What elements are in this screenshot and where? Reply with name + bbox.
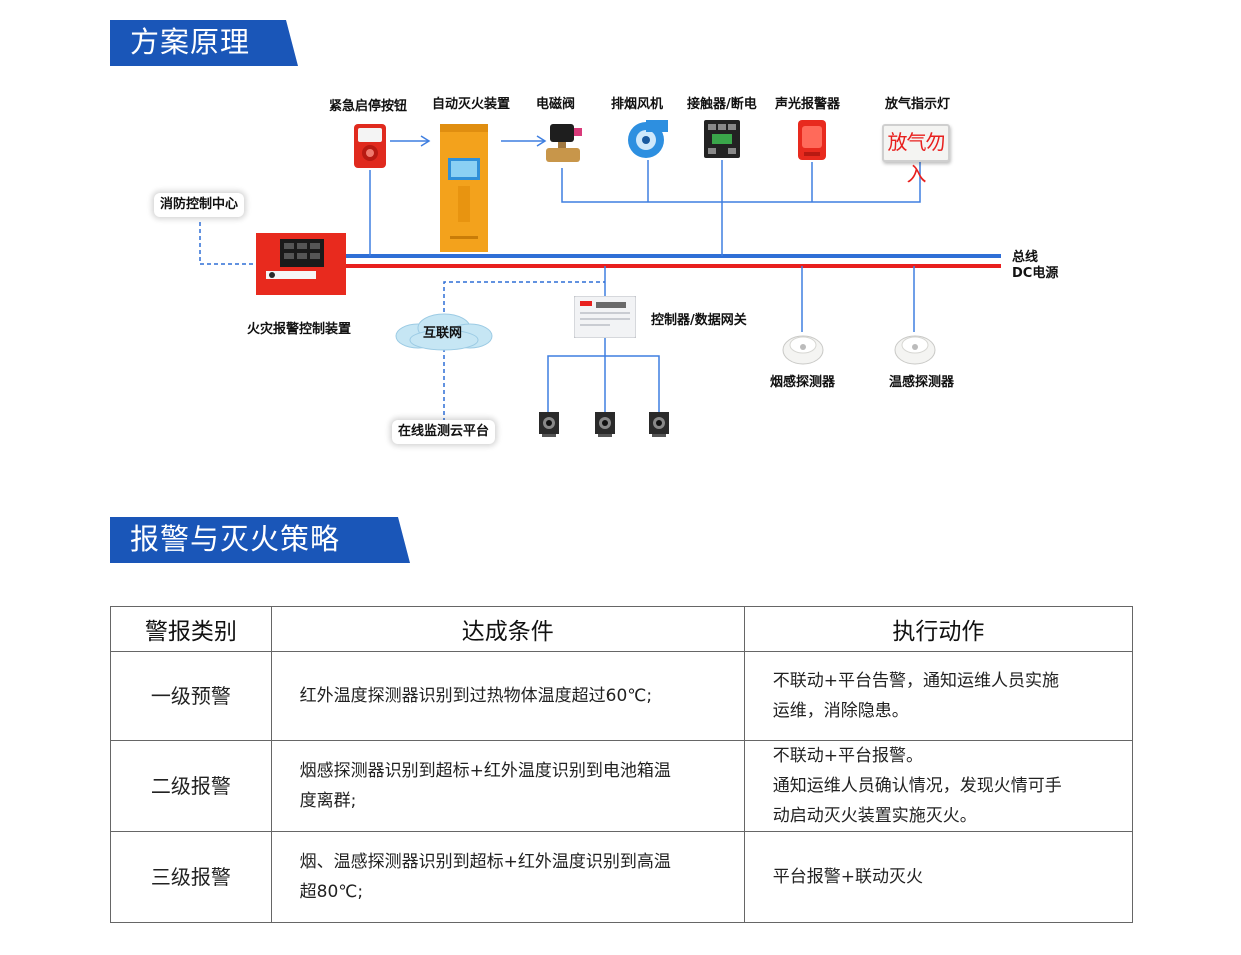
condition-line: 红外温度探测器识别到过热物体温度超过60℃; [299, 686, 653, 706]
emergency-button-icon [354, 124, 386, 168]
exhaust-fan-icon [628, 120, 668, 158]
fire-control-center: 消防控制中心 [154, 193, 245, 217]
label-temp-detector: 温感探测器 [889, 375, 955, 390]
action-line: 动启动灭火装置实施灭火。 [772, 806, 977, 826]
label-smoke-detector: 烟感探测器 [770, 375, 836, 390]
label-auto-extinguisher: 自动灭火装置 [432, 97, 511, 112]
gateway-icon [574, 296, 636, 338]
table-row: 一级预警 红外温度探测器识别到过热物体温度超过60℃; 不联动+平台告警，通知运… [110, 651, 1134, 741]
camera-icon [539, 412, 559, 437]
header-action: 执行动作 [743, 606, 1134, 652]
communication-lines [199, 222, 605, 420]
alarm-light-icon [798, 120, 826, 160]
label-alarm-light: 声光报警器 [775, 97, 841, 112]
section-title-principle: 方案原理 [130, 25, 251, 59]
temp-detector-icon [894, 335, 936, 365]
label-gateway: 控制器/数据网关 [651, 313, 747, 328]
smoke-detector-icon [782, 335, 824, 365]
section-title-strategy: 报警与灭火策略 [130, 522, 341, 556]
dc-power-line [346, 264, 1001, 268]
condition-line: 烟、温感探测器识别到超标+红外温度识别到高温 [299, 852, 671, 872]
condition-line: 度离群; [299, 791, 357, 811]
condition-line: 烟感探测器识别到超标+红外温度识别到电池箱温 [299, 761, 671, 781]
row-action: 不联动+平台报警。 通知运维人员确认情况，发现火情可手 动启动灭火装置实施灭火。 [743, 740, 1134, 832]
action-line: 不联动+平台报警。 [772, 746, 923, 766]
label-solenoid-valve: 电磁阀 [536, 97, 576, 112]
solenoid-valve-icon [546, 124, 582, 162]
cloud-platform: 在线监测云平台 [392, 420, 496, 444]
action-line: 平台报警+联动灭火 [772, 867, 923, 887]
release-indicator-light: 放气勿入 [882, 124, 950, 186]
condition-line: 超80℃; [299, 882, 364, 902]
row-condition: 烟感探测器识别到超标+红外温度识别到电池箱温 度离群; [270, 740, 745, 832]
label-release-light: 放气指示灯 [885, 97, 951, 112]
action-line: 通知运维人员确认情况，发现火情可手 [772, 776, 1062, 796]
release-indicator-text: 放气勿入 [887, 130, 946, 186]
contactor-icon [704, 120, 740, 158]
label-emergency-button: 紧急启停按钮 [329, 99, 408, 114]
camera-icon [595, 412, 615, 437]
table-row: 二级报警 烟感探测器识别到超标+红外温度识别到电池箱温 度离群; 不联动+平台报… [110, 740, 1134, 832]
row-action: 不联动+平台告警，通知运维人员实施 运维，消除隐患。 [743, 651, 1134, 741]
label-internet: 互联网 [423, 326, 463, 341]
row-category: 一级预警 [110, 651, 272, 741]
header-category: 警报类别 [110, 606, 272, 652]
table-row: 三级报警 烟、温感探测器识别到超标+红外温度识别到高温 超80℃; 平台报警+联… [110, 831, 1134, 923]
label-dc-power: DC电源 [1012, 266, 1059, 281]
row-action: 平台报警+联动灭火 [743, 831, 1134, 923]
row-category: 二级报警 [110, 740, 272, 832]
section-banner-strategy: 报警与灭火策略 [110, 517, 412, 563]
fire-alarm-controller-icon [256, 233, 346, 295]
action-line: 不联动+平台告警，通知运维人员实施 [772, 671, 1059, 691]
alarm-strategy-table: 警报类别 达成条件 执行动作 一级预警 红外温度探测器识别到过热物体温度超过60… [110, 606, 1134, 923]
label-fire-alarm-controller: 火灾报警控制装置 [247, 322, 352, 337]
label-exhaust-fan: 排烟风机 [611, 97, 664, 112]
flow-arrows [390, 135, 547, 147]
action-line: 运维，消除隐患。 [772, 701, 909, 721]
auto-extinguisher-icon [440, 124, 488, 252]
camera-icon [649, 412, 669, 437]
bus-line [346, 254, 1001, 258]
header-condition: 达成条件 [270, 606, 745, 652]
table-header-row: 警报类别 达成条件 执行动作 [110, 606, 1134, 652]
row-condition: 烟、温感探测器识别到超标+红外温度识别到高温 超80℃; [270, 831, 745, 923]
section-banner-principle: 方案原理 [110, 20, 300, 66]
system-wiring-diagram [199, 135, 1001, 420]
actuator-wiring [369, 160, 921, 412]
label-bus: 总线 [1012, 250, 1039, 265]
label-contactor: 接触器/断电 [687, 97, 757, 112]
row-category: 三级报警 [110, 831, 272, 923]
internet-cloud-icon [395, 313, 493, 351]
row-condition: 红外温度探测器识别到过热物体温度超过60℃; [270, 651, 745, 741]
